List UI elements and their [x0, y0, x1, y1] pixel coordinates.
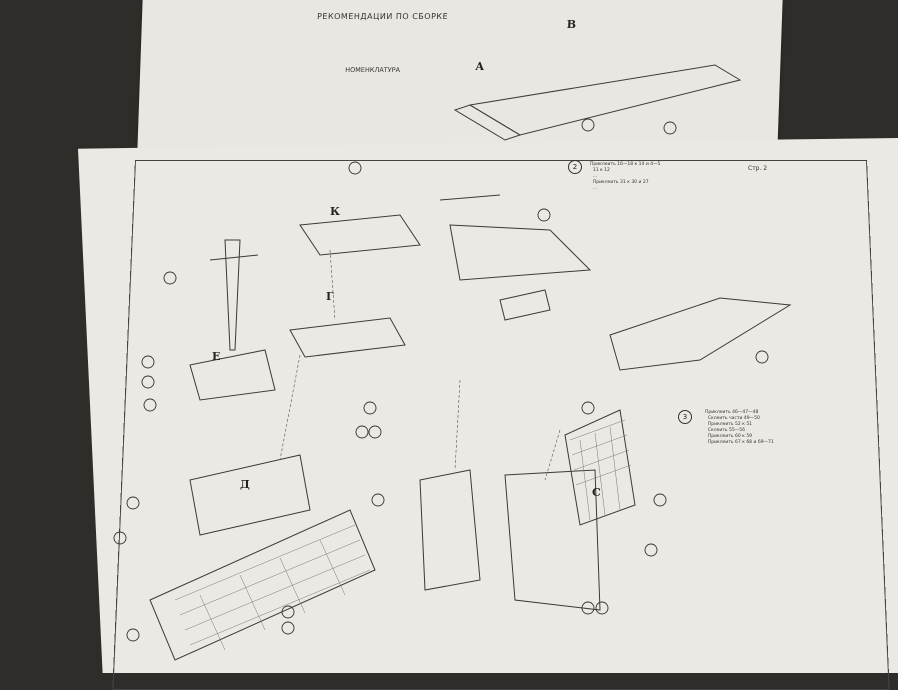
bow-section-c — [564, 409, 636, 526]
callout-72 — [163, 271, 177, 285]
callout-67 — [644, 543, 658, 557]
deck-section-g — [289, 317, 406, 358]
assembly-letter-c: С — [592, 486, 601, 499]
callout-33 — [348, 161, 362, 175]
hull-top — [468, 64, 742, 136]
callout-36 — [126, 628, 140, 642]
callout-89 — [663, 121, 677, 135]
callout-26 — [126, 496, 140, 510]
callout-23 — [141, 375, 155, 389]
callout-43 — [355, 425, 369, 439]
guide-line-1 — [329, 249, 336, 321]
callout-30 — [371, 493, 385, 507]
deck-grid-main — [174, 524, 371, 651]
deck-main — [149, 509, 376, 661]
callout-51 — [653, 493, 667, 507]
mast-crossbar — [209, 254, 259, 261]
small-part-24 — [499, 289, 551, 321]
step-3-marker: 3 — [678, 410, 692, 424]
instructions-step-3: Приклеить 46—47—48 Склеить части 49—50 П… — [705, 410, 774, 445]
callout-48 — [581, 601, 595, 615]
crane-arm — [449, 224, 592, 281]
callout-96 — [141, 355, 155, 369]
callout-44 — [368, 425, 382, 439]
callout-80 — [113, 531, 127, 545]
step-2-marker: 2 — [568, 160, 582, 174]
assembly-letter-d: Д — [240, 478, 250, 491]
callout-88 — [581, 118, 595, 132]
callout-52 — [581, 401, 595, 415]
hull-side-d — [189, 454, 311, 536]
assembly-letter-g: Г — [326, 290, 334, 303]
callout-27 — [363, 401, 377, 415]
guide-line-4 — [544, 429, 561, 481]
hull-side-right — [504, 469, 601, 611]
assembly-letter-k: К — [330, 205, 341, 218]
callout-87 — [755, 350, 769, 364]
small-part-58 — [439, 194, 501, 201]
hull-top-deck — [453, 104, 522, 141]
page-label: Стр. 2 — [748, 165, 768, 172]
superstructure — [419, 469, 481, 591]
mast — [224, 239, 241, 351]
deck-section-e — [189, 349, 276, 401]
callout-61 — [281, 605, 295, 619]
exploded-drawings — [113, 64, 792, 661]
stern-deck-right — [609, 297, 792, 371]
photo: РЕКОМЕНДАЦИИ ПО СБОРКЕ НОМЕНКЛАТУРА А В — [78, 0, 898, 690]
deck-section-k — [299, 214, 421, 256]
guide-line-3 — [454, 379, 461, 471]
callout-53 — [537, 208, 551, 222]
instructions-step-2: Приклеить 16—18 к 14 и 4—5 11 к 12 ... П… — [590, 162, 661, 191]
callout-99 — [143, 398, 157, 412]
assembly-letter-e: Е — [212, 350, 221, 363]
callout-62 — [281, 621, 295, 635]
guide-line-2 — [279, 354, 301, 461]
deck-grid-bow — [569, 419, 632, 521]
callout-47 — [595, 601, 609, 615]
